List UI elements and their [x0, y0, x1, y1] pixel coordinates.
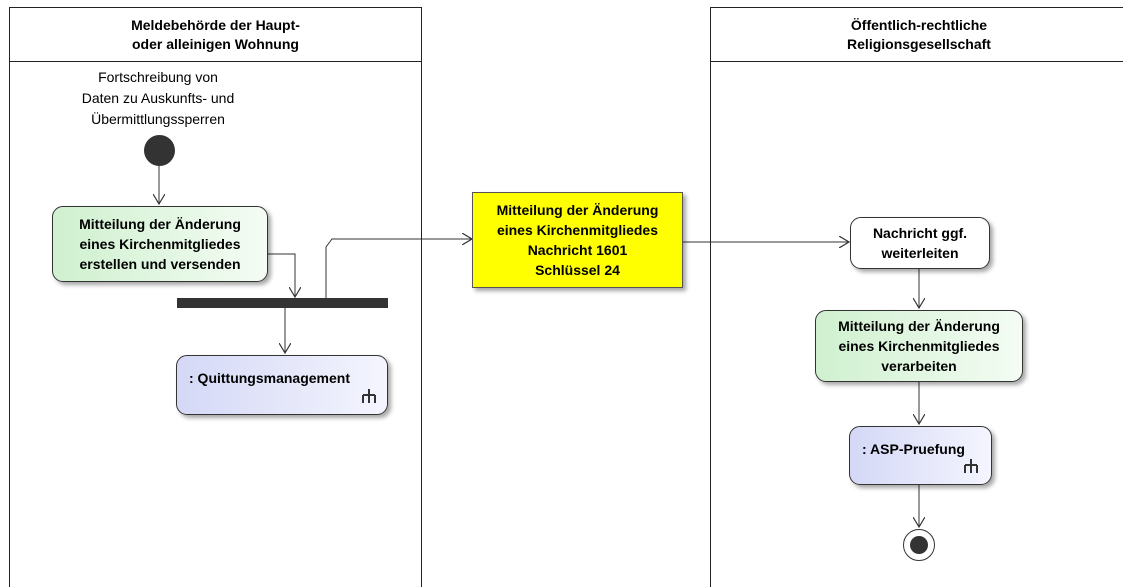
action-label: Mitteilung der Änderung eines Kirchenmit… — [838, 318, 1000, 374]
flow-fork-to-object — [325, 239, 472, 298]
rake-icon — [362, 389, 376, 403]
call-asp-pruefung: : ASP-Pruefung — [849, 426, 992, 485]
action-forward: Nachricht ggf. weiterleiten — [850, 217, 990, 269]
fork-bar — [177, 298, 388, 308]
start-description: Fortschreibung von Daten zu Auskunfts- u… — [81, 69, 235, 127]
lane-title: Öffentlich-rechtliche Religionsgesellsch… — [847, 16, 991, 52]
object-label: Mitteilung der Änderung eines Kirchenmit… — [496, 202, 659, 278]
action-label: Mitteilung der Änderung eines Kirchenmit… — [79, 216, 241, 272]
initial-node — [144, 135, 175, 166]
flow-create-to-fork — [268, 253, 295, 297]
final-node-core — [910, 536, 928, 554]
action-process: Mitteilung der Änderung eines Kirchenmit… — [815, 310, 1023, 382]
action-label: Nachricht ggf. weiterleiten — [872, 225, 968, 261]
call-quittungsmanagement: : Quittungsmanagement — [176, 355, 388, 415]
action-label: : Quittungsmanagement — [189, 370, 351, 386]
lane-header: Meldebehörde der Haupt- oder alleinigen … — [10, 8, 421, 62]
swimlane-religionsgesellschaft: Öffentlich-rechtliche Religionsgesellsch… — [710, 7, 1123, 587]
object-message-1601: Mitteilung der Änderung eines Kirchenmit… — [472, 192, 683, 288]
swimlane-meldebehoerde: Meldebehörde der Haupt- oder alleinigen … — [9, 7, 422, 587]
lane-title: Meldebehörde der Haupt- oder alleinigen … — [131, 16, 300, 52]
final-node — [903, 529, 935, 561]
rake-icon — [964, 459, 978, 473]
lane-header: Öffentlich-rechtliche Religionsgesellsch… — [711, 8, 1123, 62]
action-label: : ASP-Pruefung — [862, 441, 965, 457]
flow-connectors — [0, 166, 1123, 570]
action-create-send: Mitteilung der Änderung eines Kirchenmit… — [52, 206, 268, 282]
